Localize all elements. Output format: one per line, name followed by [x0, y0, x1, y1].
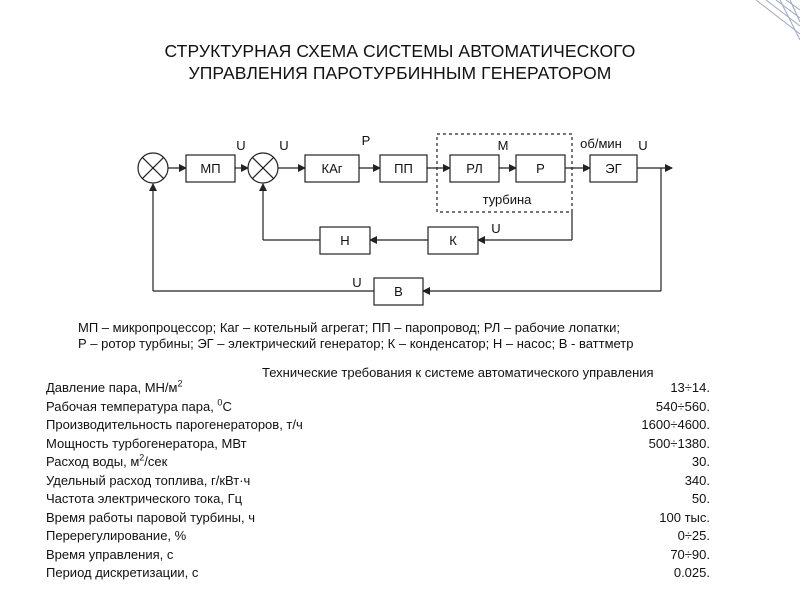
spec-label-superscript: 0 — [217, 397, 223, 408]
corner-decoration — [755, 0, 800, 40]
page-title: СТРУКТУРНАЯ СХЕМА СИСТЕМЫ АВТОМАТИЧЕСКОГ… — [0, 40, 800, 84]
spec-label-text: Расход воды, м — [46, 454, 140, 469]
spec-label: Мощность турбогенератора, МВт — [46, 436, 247, 451]
signal-u-v: U — [352, 275, 361, 290]
spec-label-text: Период дискретизации, с — [46, 565, 199, 580]
block-n — [319, 226, 371, 255]
summing-junction-2 — [247, 152, 279, 184]
block-v-label: В — [394, 284, 403, 299]
specs-heading: Технические требования к системе автомат… — [262, 365, 654, 380]
spec-label: Производительность парогенераторов, т/ч — [46, 417, 303, 432]
legend-line-2: Р – ротор турбины; ЭГ – электрический ге… — [78, 336, 634, 351]
spec-row: Время работы паровой турбины, ч 100 тыс. — [0, 510, 800, 528]
spec-label-suffix: /сек — [144, 454, 168, 469]
spec-row: Частота электрического тока, Гц 50. — [0, 491, 800, 509]
legend-line-1: МП – микропроцессор; Каг – котельный агр… — [78, 320, 620, 335]
spec-label-superscript: 2 — [177, 378, 183, 389]
spec-value: 0.025. — [673, 565, 710, 580]
block-pp — [379, 154, 428, 183]
spec-label-text: Рабочая температура пара, — [46, 398, 218, 414]
block-k-label: К — [449, 233, 457, 248]
spec-value: 500÷1380. — [648, 435, 710, 451]
signal-u-mp: U — [236, 138, 245, 153]
spec-label: Перерегулирование, % — [46, 528, 186, 543]
block-r — [515, 154, 566, 183]
spec-value: 50. — [691, 491, 710, 506]
turbine-label: турбина — [483, 192, 533, 207]
spec-label: Частота электрического тока, Гц — [46, 491, 242, 506]
spec-label-text: Перерегулирование, % — [46, 528, 187, 543]
spec-label-suffix: С — [222, 398, 232, 414]
spec-label: Удельный расход топлива, г/кВт·ч — [46, 473, 250, 488]
spec-label-superscript: 2 — [139, 452, 145, 463]
spec-value: 1600÷4600. — [641, 417, 710, 432]
spec-label: Давление пара, МН/м2 — [46, 378, 183, 395]
spec-label-text: Время работы паровой турбины, ч — [46, 509, 255, 525]
block-kag — [304, 154, 360, 183]
spec-label: Период дискретизации, с — [46, 565, 198, 580]
block-pp-label: ПП — [394, 161, 413, 176]
block-r-label: Р — [536, 161, 545, 176]
spec-row: Удельный расход топлива, г/кВт·ч 340. — [0, 473, 800, 491]
spec-label-text: Частота электрического тока, Гц — [46, 491, 243, 506]
spec-row: Период дискретизации, с 0.025. — [0, 565, 800, 583]
block-k — [427, 226, 479, 255]
signal-u-sum2: U — [279, 138, 288, 153]
block-n-label: Н — [340, 233, 349, 248]
spec-label-text: Производительность парогенераторов, т/ч — [46, 417, 303, 432]
title-line-1: СТРУКТУРНАЯ СХЕМА СИСТЕМЫ АВТОМАТИЧЕСКОГ… — [164, 41, 636, 61]
signal-u-out: U — [638, 138, 647, 153]
signal-p: P — [362, 133, 371, 148]
spec-row: Рабочая температура пара, 0С 540÷560. — [0, 397, 800, 417]
signal-u-k: U — [491, 221, 500, 236]
spec-value: 70÷90. — [670, 546, 710, 562]
block-mp — [185, 154, 236, 183]
spec-row: Производительность парогенераторов, т/ч 1… — [0, 417, 800, 435]
block-rl-label: РЛ — [466, 161, 482, 176]
block-eg — [589, 154, 638, 183]
spec-value: 0÷25. — [677, 528, 710, 543]
spec-value: 340. — [684, 472, 710, 488]
spec-row: Мощность турбогенератора, МВт 500÷1380. — [0, 436, 800, 454]
spec-label-text: Время управления, с — [46, 546, 174, 562]
spec-value: 540÷560. — [655, 398, 710, 414]
spec-label-text: Давление пара, МН/м — [46, 380, 178, 395]
title-line-2: УПРАВЛЕНИЯ ПАРОТУРБИННЫМ ГЕНЕРАТОРОМ — [188, 63, 612, 83]
spec-row: Давление пара, МН/м2 13÷14. — [0, 378, 800, 398]
block-v — [373, 277, 424, 306]
spec-value: 100 тыс. — [659, 509, 710, 525]
block-mp-label: МП — [200, 161, 220, 176]
spec-row: Время управления, с 70÷90. — [0, 547, 800, 565]
spec-label-text: Удельный расход топлива, г/кВт·ч — [46, 472, 251, 488]
turbine-boundary — [436, 133, 573, 213]
legend: МП – микропроцессор; Каг – котельный агр… — [78, 320, 778, 352]
spec-row: Расход воды, м2/сек 30. — [0, 452, 800, 472]
signal-speed: об/мин — [580, 136, 622, 151]
block-kag-label: КАг — [322, 161, 343, 176]
spec-row: Перерегулирование, % 0÷25. — [0, 528, 800, 546]
spec-label: Расход воды, м2/сек — [46, 452, 168, 469]
block-eg-label: ЭГ — [605, 161, 621, 176]
block-diagram: МП КАг ПП РЛ Р ЭГ Н К В U U P M об/мин U… — [137, 133, 673, 306]
summing-junction-1 — [137, 152, 169, 184]
block-rl — [449, 154, 500, 183]
spec-label: Время управления, с — [46, 547, 173, 562]
spec-value: 13÷14. — [670, 380, 710, 395]
signal-m: M — [498, 138, 509, 153]
spec-label: Время работы паровой турбины, ч — [46, 510, 255, 525]
spec-label-text: Мощность турбогенератора, МВт — [46, 435, 247, 451]
spec-value: 30. — [691, 454, 710, 469]
spec-label: Рабочая температура пара, 0С — [46, 397, 232, 414]
